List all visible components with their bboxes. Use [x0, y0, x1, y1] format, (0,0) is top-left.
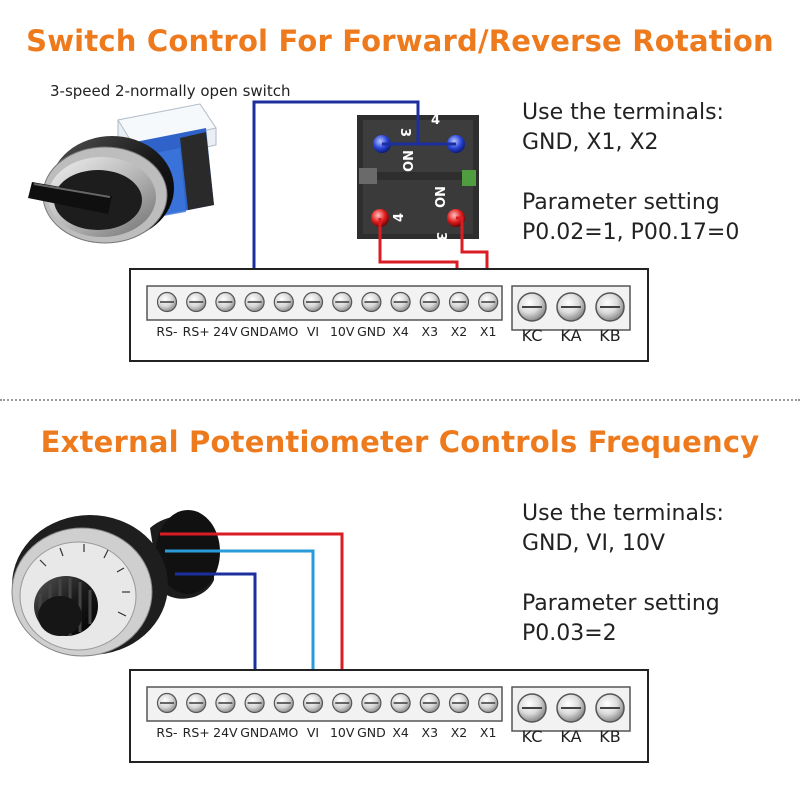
wire-red-x1 — [456, 216, 489, 298]
terminals-value-2: GND, VI, 10V — [522, 531, 665, 556]
terminal-screw — [390, 291, 411, 313]
section1-title: Switch Control For Forward/Reverse Rotat… — [26, 24, 774, 58]
terminal-label: RS- — [156, 725, 177, 740]
wire-red-10v — [160, 532, 344, 700]
terminal-screw — [273, 291, 294, 313]
terminal-label: 24V — [213, 725, 238, 740]
terminal-label: RS+ — [183, 324, 210, 339]
terminal-label: X3 — [422, 324, 439, 339]
terminal-screw — [244, 291, 265, 313]
terminal-screw — [332, 291, 353, 313]
terminal-screw — [302, 291, 324, 313]
relay-screw — [517, 292, 547, 322]
parameter-label-2: Parameter setting — [522, 591, 720, 616]
terminal-label: RS+ — [183, 725, 210, 740]
relay-screw — [517, 693, 547, 723]
terminal-label: X1 — [480, 725, 497, 740]
terminal-label: X2 — [451, 324, 468, 339]
relay-screw — [556, 693, 586, 723]
parameter-label: Parameter setting — [522, 190, 720, 215]
terminals-label: Use the terminals: — [522, 100, 724, 125]
terminal-label: AMO — [269, 324, 298, 339]
section2-title: External Potentiometer Controls Frequenc… — [40, 425, 760, 459]
terminal-screw — [156, 692, 178, 714]
terminal-screw — [448, 692, 470, 714]
terminal-screw — [186, 692, 207, 714]
switch-label-no-lower: NO — [431, 186, 446, 208]
terminals-label-2: Use the terminals: — [522, 501, 724, 526]
terminal-screw — [156, 291, 178, 313]
terminals-value: GND, X1, X2 — [522, 130, 659, 155]
terminal-label: AMO — [269, 725, 298, 740]
switch-label-3: 3 — [397, 128, 412, 137]
parameter-value: P0.02=1, P00.17=0 — [522, 220, 740, 245]
terminal-screw — [244, 692, 265, 714]
terminal-screw — [478, 291, 499, 313]
relay-label: KA — [560, 326, 581, 345]
relay-label: KB — [599, 326, 620, 345]
switch-label-no: NO — [399, 150, 414, 172]
relay-screw — [595, 292, 625, 322]
terminal-screw — [478, 692, 499, 714]
wire-lightblue-vi — [165, 549, 315, 700]
terminal-screw — [419, 291, 440, 313]
wire-blue-gnd-2 — [175, 572, 257, 700]
terminal-label: VI — [307, 324, 319, 339]
relay-label: KC — [522, 326, 543, 345]
terminal-label: GND — [240, 725, 269, 740]
terminal-screw — [302, 692, 324, 714]
switch-label-4: 4 — [431, 113, 440, 128]
terminal-screw — [390, 692, 411, 714]
terminal-label: X3 — [422, 725, 439, 740]
terminal-label: GND — [357, 324, 386, 339]
switch-label-3-lower: 3 — [433, 232, 448, 241]
potentiometer — [11, 510, 220, 657]
switch-caption: 3-speed 2-normally open switch — [50, 82, 291, 100]
terminal-screw — [361, 692, 382, 714]
terminal-label: VI — [307, 725, 319, 740]
section-divider — [0, 399, 800, 401]
parameter-value-2: P0.03=2 — [522, 621, 617, 646]
terminal-label: 24V — [213, 324, 238, 339]
terminal-label: GND — [357, 725, 386, 740]
terminal-label: X2 — [451, 725, 468, 740]
terminal-label: X1 — [480, 324, 497, 339]
terminal-label: RS- — [156, 324, 177, 339]
relay-screw — [595, 693, 625, 723]
relay-label: KA — [560, 727, 581, 746]
relay-screw — [556, 292, 586, 322]
section1-info: Use the terminals: GND, X1, X2 Parameter… — [522, 98, 739, 248]
terminal-label: X4 — [392, 725, 409, 740]
terminal-screw — [273, 692, 294, 714]
terminal-screw — [361, 291, 382, 313]
terminal-screw — [215, 692, 236, 714]
relay-label: KB — [599, 727, 620, 746]
terminal-screw — [448, 291, 470, 313]
terminal-label: 10V — [330, 324, 355, 339]
terminal-label: GND — [240, 324, 269, 339]
terminal-screw — [186, 291, 207, 313]
terminal-screw — [215, 291, 236, 313]
switch-label-4-lower: 4 — [392, 213, 407, 222]
section2-wires — [160, 532, 344, 700]
terminal-screw — [419, 692, 440, 714]
terminal-label: 10V — [330, 725, 355, 740]
terminal-label: X4 — [392, 324, 409, 339]
relay-label: KC — [522, 727, 543, 746]
terminal-screw — [332, 692, 353, 714]
rotary-switch — [28, 103, 217, 244]
section2-info: Use the terminals: GND, VI, 10V Paramete… — [522, 499, 724, 649]
